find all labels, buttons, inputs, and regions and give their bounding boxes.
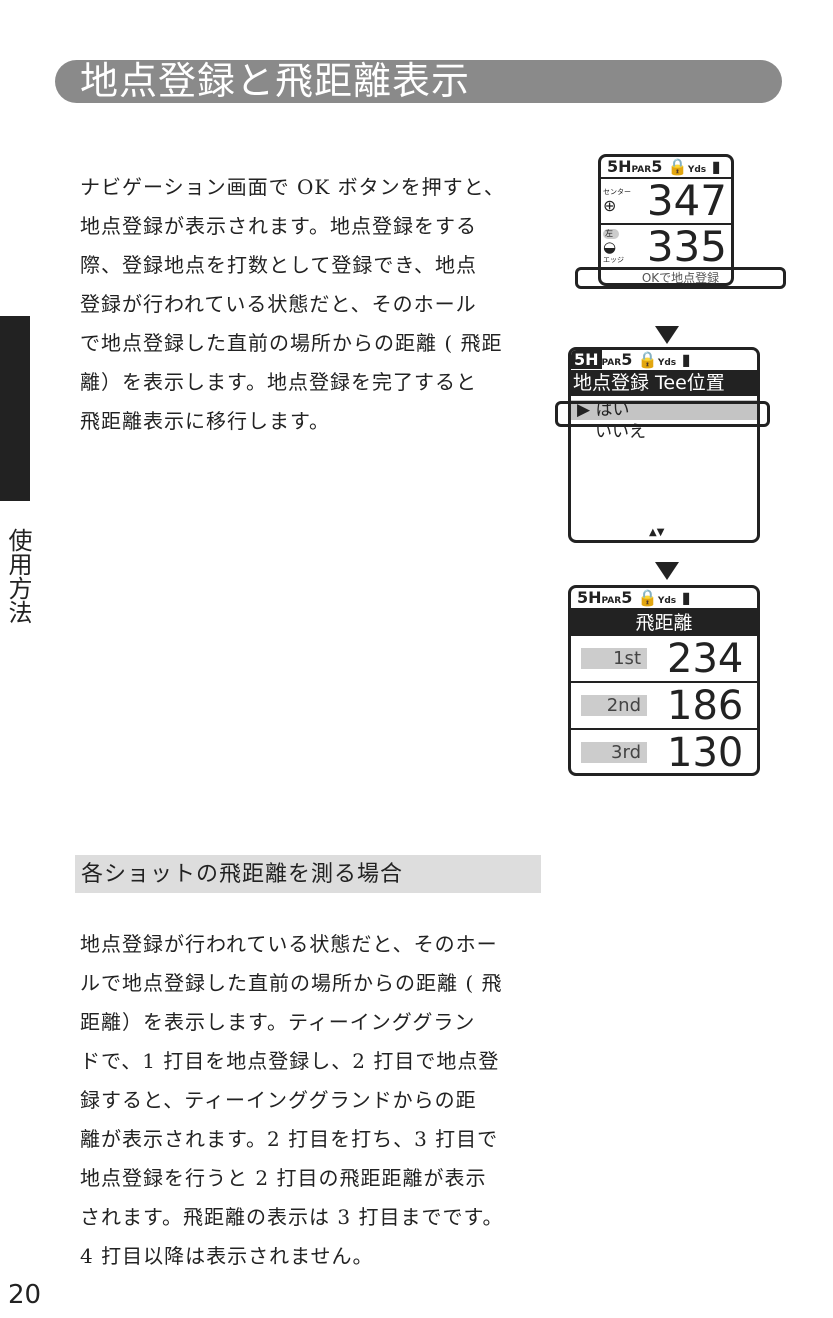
page-title: 地点登録と飛距離表示 [55, 60, 782, 103]
scroll-icon: ▲▼ [649, 527, 665, 538]
option-yes[interactable]: ▶ はい [571, 400, 757, 420]
side-label: 左 [603, 229, 619, 239]
navigation-screen: 5HPAR5 🔒Yds ▮ センター ⊕ 347 左 ◒ エッジ 335 [598, 154, 734, 286]
screen-header: 飛距離 [571, 610, 757, 636]
intro-text: ナビゲーション画面で OK ボタンを押すと、 地点登録が表示されます。地点登録を… [80, 175, 505, 433]
plus-icon: ⊕ [603, 195, 617, 215]
section-text: 地点登録が行われている状態だと、そのホー ルで地点登録した直前の場所からの距離 … [80, 932, 504, 1268]
status-bar: 5HPAR5 🔒Yds ▮ [601, 157, 731, 179]
ok-highlight: OKで地点登録 [575, 267, 786, 289]
down-arrow-icon [655, 326, 679, 344]
status-bar: 5HPAR5 🔒Yds ▮ [571, 588, 757, 610]
center-distance: 347 [646, 179, 727, 225]
green-edge-icon: ◒ [603, 238, 617, 256]
page-number: 20 [8, 1280, 42, 1310]
edge-label: エッジ [603, 256, 624, 264]
edge-distance: 335 [646, 225, 727, 269]
ok-hint: OKで地点登録 [641, 271, 720, 285]
down-arrow-icon [655, 562, 679, 580]
chapter-label: 使用方法 [4, 528, 32, 624]
screen-header: 地点登録 Tee位置 [573, 372, 725, 394]
chapter-tab [0, 316, 30, 501]
option-no[interactable]: いいえ [595, 422, 646, 442]
section-heading: 各ショットの飛距離を測る場合 [75, 855, 541, 893]
yes-highlight [555, 401, 770, 427]
center-label: センター [603, 187, 631, 196]
